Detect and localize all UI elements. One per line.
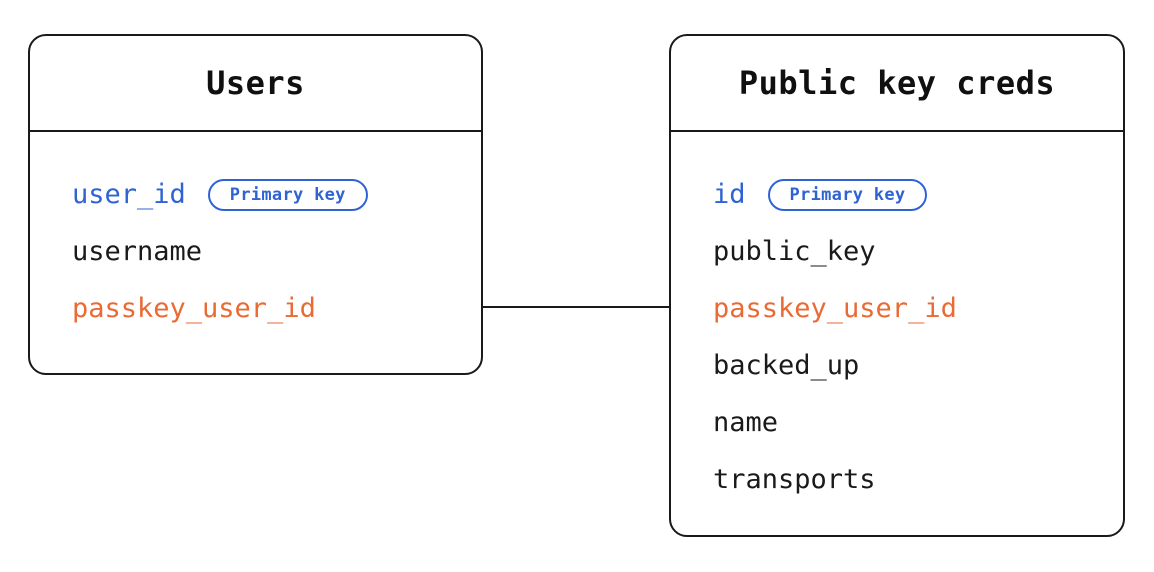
- attribute-name-user-id: user_id: [72, 179, 186, 210]
- attribute-row-name[interactable]: name: [671, 394, 1123, 451]
- attribute-name-passkey-user-id: passkey_user_id: [713, 293, 957, 324]
- attribute-row-user-id[interactable]: user_id Primary key: [30, 166, 481, 223]
- attribute-name-username: username: [72, 236, 203, 267]
- attribute-row-passkey-user-id[interactable]: passkey_user_id: [671, 280, 1123, 337]
- attribute-name-id: id: [713, 179, 746, 210]
- entity-public-key-creds-header: Public key creds: [671, 36, 1123, 132]
- primary-key-badge: Primary key: [207, 178, 368, 211]
- attribute-name-transports: transports: [713, 464, 876, 495]
- attribute-row-transports[interactable]: transports: [671, 451, 1123, 508]
- attribute-name-name: name: [713, 407, 779, 438]
- attribute-name-passkey-user-id: passkey_user_id: [72, 293, 316, 324]
- relationship-connector-line: [481, 306, 671, 308]
- entity-public-key-creds[interactable]: Public key creds id Primary key public_k…: [669, 34, 1125, 537]
- primary-key-badge: Primary key: [767, 178, 928, 211]
- entity-users[interactable]: Users user_id Primary key username passk…: [28, 34, 483, 375]
- attribute-row-backed-up[interactable]: backed_up: [671, 337, 1123, 394]
- attribute-row-passkey-user-id[interactable]: passkey_user_id: [30, 280, 481, 337]
- entity-users-attributes: user_id Primary key username passkey_use…: [30, 132, 481, 337]
- entity-public-key-creds-title: Public key creds: [738, 64, 1056, 102]
- attribute-name-backed-up: backed_up: [713, 350, 860, 381]
- entity-public-key-creds-attributes: id Primary key public_key passkey_user_i…: [671, 132, 1123, 508]
- primary-key-badge-label: Primary key: [229, 184, 346, 205]
- entity-users-header: Users: [30, 36, 481, 132]
- primary-key-badge-label: Primary key: [789, 184, 906, 205]
- entity-users-title: Users: [206, 64, 305, 102]
- attribute-name-public-key: public_key: [713, 236, 876, 267]
- attribute-row-username[interactable]: username: [30, 223, 481, 280]
- attribute-row-id[interactable]: id Primary key: [671, 166, 1123, 223]
- attribute-row-public-key[interactable]: public_key: [671, 223, 1123, 280]
